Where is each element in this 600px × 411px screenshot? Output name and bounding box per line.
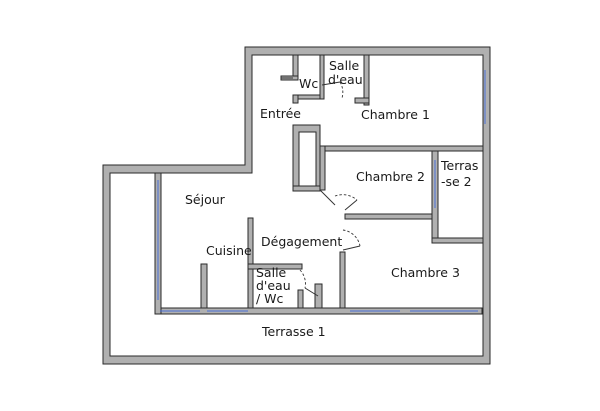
- door-leaf-chambre-2: [344, 199, 358, 211]
- terrasse-2-bottom-wall: [431, 237, 484, 244]
- kitchen-partition: [200, 263, 208, 309]
- outer-wall: [102, 46, 491, 365]
- label-chambre-2: Chambre 2: [356, 169, 425, 184]
- door-leaf-corridor: [319, 189, 336, 206]
- door-arc-wc: [339, 81, 344, 99]
- label-degagement: Dégagement: [261, 234, 342, 249]
- chambre-3-left-wall: [339, 251, 346, 309]
- wc-left-wall: [292, 54, 299, 80]
- label-entree: Entrée: [260, 106, 301, 121]
- entree-corridor-wall: [292, 124, 321, 191]
- chambre-2-left-wall: [319, 145, 326, 191]
- door-arc-sdb-wc: [299, 269, 306, 289]
- door-leaf-wc: [321, 81, 341, 86]
- door-arc-chambre-3: [342, 229, 361, 247]
- label-terrasse-1: Terrasse 1: [261, 324, 326, 339]
- door-leaf-chambre-3: [342, 245, 361, 251]
- door-arc-chambre-2: [334, 194, 358, 201]
- label-salle-eau-wc-line1: Salle: [256, 265, 287, 280]
- windows: [157, 70, 486, 312]
- label-wc: Wc: [299, 76, 318, 91]
- sdb-wc-door-jamb: [314, 283, 323, 309]
- label-salle-eau-wc-line3: / Wc: [256, 291, 284, 306]
- wc-bottom-left-stub: [292, 94, 299, 104]
- sdb-wc-right-wall: [297, 289, 304, 309]
- corridor-bottom-wall: [292, 185, 321, 192]
- sdb-wc-top-wall: [247, 263, 303, 270]
- door-leaf-sdb-wc: [304, 287, 319, 297]
- wc-right-wall: [319, 54, 325, 100]
- label-chambre-1: Chambre 1: [361, 107, 430, 122]
- label-sejour: Séjour: [185, 192, 226, 207]
- degagement-left-wall: [247, 217, 254, 309]
- label-salle-eau-1-line2: d'eau: [328, 72, 363, 87]
- label-chambre-3: Chambre 3: [391, 265, 460, 280]
- label-salle-eau-1-line1: Salle: [329, 58, 360, 73]
- label-terrasse-2-line2: -se 2: [441, 174, 472, 189]
- label-terrasse-2-line1: Terras: [440, 158, 478, 173]
- doors: [281, 77, 361, 297]
- sdb-1-right-wall: [363, 54, 370, 106]
- chambre-2-bottom-wall: [344, 213, 439, 220]
- label-salle-eau-wc-line2: d'eau: [256, 278, 291, 293]
- sdb-1-bottom-jamb: [354, 97, 370, 104]
- label-cuisine: Cuisine: [206, 243, 252, 258]
- chambre-1-bottom-wall: [319, 145, 484, 152]
